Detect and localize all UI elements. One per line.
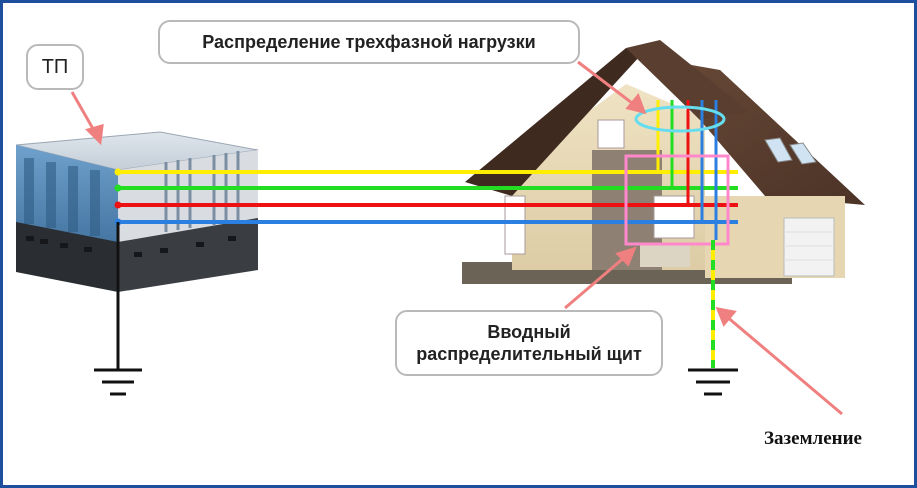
ground-symbol-icon <box>688 368 738 396</box>
transformer-substation-icon <box>15 131 259 292</box>
input-panel-label-line1: Вводный <box>487 322 571 342</box>
phase-risers <box>656 100 718 240</box>
grounding-label: Заземление <box>764 428 862 449</box>
pointer-arrows <box>70 60 843 416</box>
tp-label: ТП <box>26 44 84 90</box>
house-icon <box>462 40 865 284</box>
ground-symbol-icon <box>94 368 142 396</box>
supply-lines <box>114 168 738 226</box>
distribution-highlight <box>634 105 726 133</box>
input-panel-label-line2: распределительный щит <box>416 344 642 364</box>
load-distribution-label: Распределение трехфазной нагрузки <box>158 20 580 64</box>
input-panel-label: Вводный распределительный щит <box>395 310 663 376</box>
panel-highlight <box>624 154 730 246</box>
